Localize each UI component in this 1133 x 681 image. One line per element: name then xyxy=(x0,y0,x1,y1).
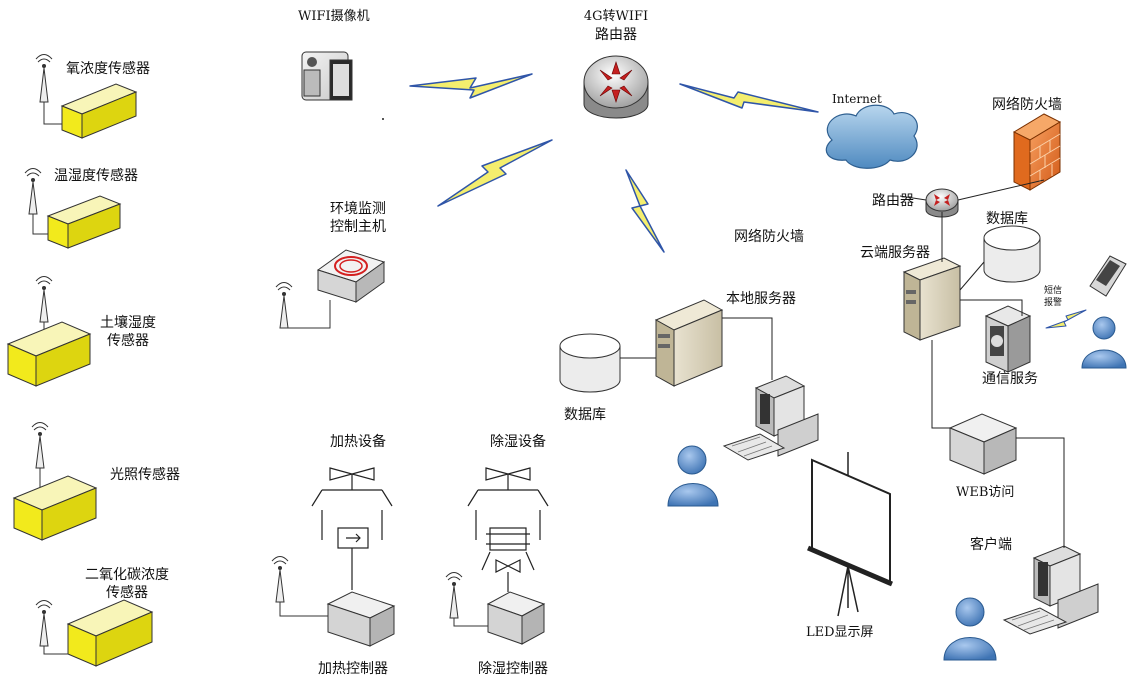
temperature-humidity-sensor xyxy=(24,168,122,249)
heating-controller-label: 加热控制器 xyxy=(318,661,388,677)
env-monitor-host-icon xyxy=(275,249,386,329)
light-sensor-label: 光照传感器 xyxy=(110,467,180,483)
web-access-label: WEB访问 xyxy=(956,485,1015,500)
router-4g-label-line1: 4G转WIFI xyxy=(583,9,649,24)
client-computer-icon xyxy=(1002,545,1099,635)
dehumidify-device-icon xyxy=(467,467,549,592)
router-icon xyxy=(925,188,959,218)
o2-sensor xyxy=(35,54,138,139)
internet-label: Internet xyxy=(832,92,882,106)
antenna-icon xyxy=(24,168,42,215)
mobile-phone-icon xyxy=(1089,255,1127,297)
led-screen-icon xyxy=(807,452,893,617)
user-icon xyxy=(1081,316,1127,369)
user-icon xyxy=(667,445,719,507)
env-monitor-host-label-line2: 控制主机 xyxy=(330,219,386,235)
cloud-server-icon xyxy=(902,257,962,341)
database-icon xyxy=(559,333,621,393)
antenna-icon xyxy=(35,276,53,323)
wireless-link-icon xyxy=(437,139,553,207)
cloud-router-label: 路由器 xyxy=(872,193,914,209)
router-4g-icon xyxy=(583,55,649,119)
wireless-link-icon xyxy=(679,83,819,113)
cloud-firewall-label: 网络防火墙 xyxy=(992,97,1062,113)
antenna-icon xyxy=(35,600,53,647)
temperature-humidity-sensor-label: 温湿度传感器 xyxy=(54,168,138,184)
wireless-link-icon xyxy=(1045,309,1087,329)
o2-sensor-label: 氧浓度传感器 xyxy=(66,61,150,77)
heating-device-label: 加热设备 xyxy=(330,434,386,450)
internet-cloud-icon xyxy=(825,104,918,169)
antenna-icon xyxy=(271,556,289,603)
user-icon xyxy=(943,597,997,661)
soil-humidity-sensor-label-line1: 土壤湿度 xyxy=(100,315,156,331)
communication-service-icon xyxy=(984,305,1032,373)
wireless-link-icon xyxy=(625,169,665,253)
firewall-icon xyxy=(1012,113,1062,191)
heating-device-icon xyxy=(311,467,393,590)
web-access-icon xyxy=(948,413,1018,475)
heating-controller-icon xyxy=(271,556,396,647)
local-server-label: 本地服务器 xyxy=(726,291,796,307)
co2-sensor-label-line1: 二氧化碳浓度 xyxy=(85,567,169,583)
local-firewall-label: 网络防火墙 xyxy=(734,229,804,245)
dehumidify-controller-icon xyxy=(445,572,546,645)
local-computer-icon xyxy=(722,375,819,461)
local-server-icon xyxy=(654,299,724,387)
client-label: 客户端 xyxy=(970,537,1012,553)
local-database-label: 数据库 xyxy=(564,407,606,423)
router-4g-label-line2: 路由器 xyxy=(595,27,637,43)
light-sensor xyxy=(12,422,98,541)
antenna-icon xyxy=(275,282,293,329)
cloud-database-label: 数据库 xyxy=(986,211,1028,227)
wireless-link-icon xyxy=(409,73,533,99)
cloud-server-label: 云端服务器 xyxy=(860,245,930,261)
dehumidify-controller-label: 除湿控制器 xyxy=(478,661,548,677)
soil-humidity-sensor xyxy=(6,276,92,387)
wifi-camera-label: WIFI摄像机 xyxy=(298,9,370,24)
wifi-camera-icon xyxy=(301,51,353,101)
communication-service-label: 通信服务 xyxy=(982,371,1038,387)
co2-sensor-label-line2: 传感器 xyxy=(106,585,148,601)
env-monitor-host-label-line1: 环境监测 xyxy=(330,201,386,217)
sms-alarm-label-line1: 短信 xyxy=(1044,286,1063,296)
soil-humidity-sensor-label-line2: 传感器 xyxy=(107,333,149,349)
sms-alarm-label-line2: 报警 xyxy=(1044,298,1063,308)
connection-lines xyxy=(620,179,1065,548)
database-icon xyxy=(983,225,1041,283)
antenna-icon xyxy=(35,54,53,103)
antenna-icon xyxy=(31,422,49,469)
co2-sensor xyxy=(35,599,154,667)
led-screen-label: LED显示屏 xyxy=(806,625,874,640)
dehumidify-device-label: 除湿设备 xyxy=(490,434,546,450)
antenna-icon xyxy=(445,572,463,619)
